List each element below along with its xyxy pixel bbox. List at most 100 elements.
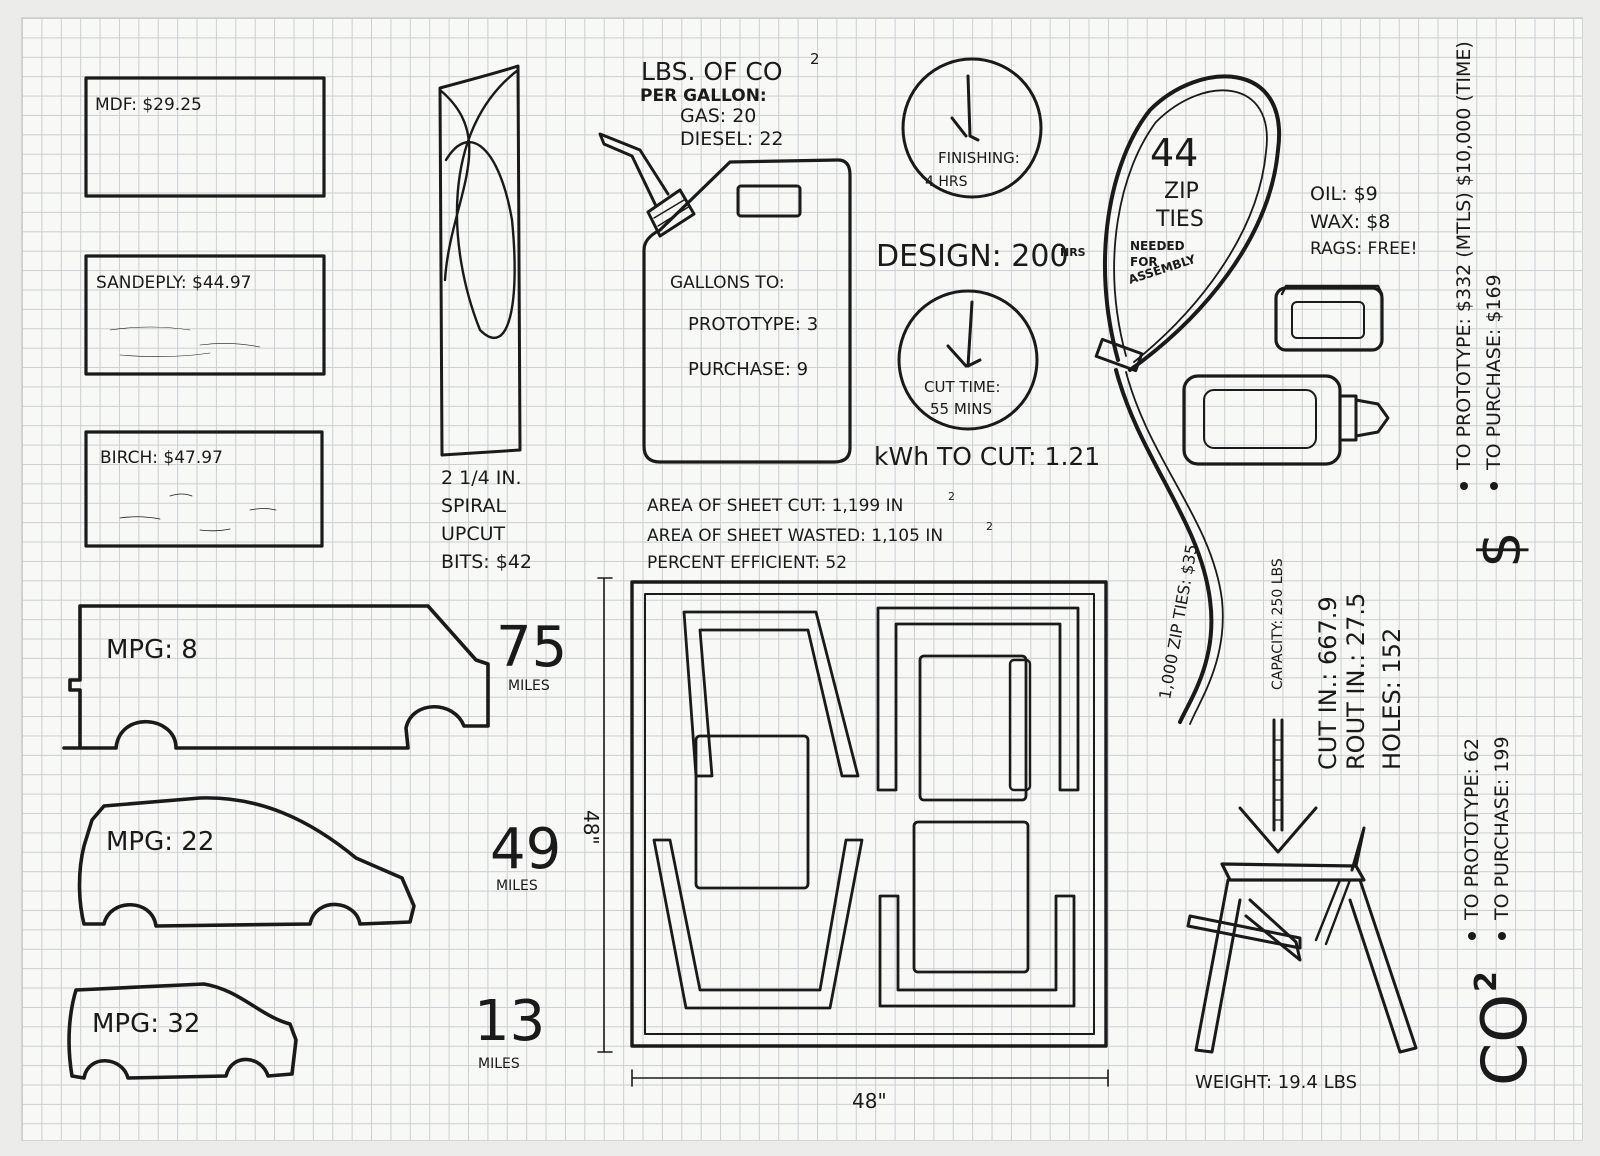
can-handle bbox=[736, 184, 802, 218]
height-dimension-line bbox=[597, 577, 613, 1053]
wax-tin-label bbox=[1291, 301, 1365, 339]
needed-label: NEEDED bbox=[1130, 239, 1185, 253]
cost-bullet bbox=[1490, 482, 1498, 490]
load-arrow-shaft bbox=[1272, 718, 1284, 832]
co2-summary: CO 2 TO PROTOTYPE: 62 TO PURCHASE: 199 bbox=[1461, 736, 1541, 1086]
chair-side-part-top-left bbox=[682, 610, 860, 778]
chair-back-part bbox=[918, 654, 1028, 802]
cut-inches-label: CUT IN.: 667.9 bbox=[1314, 596, 1342, 770]
chair-frame-part-top-right bbox=[876, 606, 1080, 792]
co2-to-purchase: TO PURCHASE: 199 bbox=[1491, 736, 1513, 921]
load-arrow-hatching bbox=[1273, 739, 1283, 821]
chair-front-leg bbox=[1194, 878, 1242, 1054]
chair-frame-part-bottom-right bbox=[878, 894, 1076, 1008]
cut-time-label: CUT TIME: bbox=[924, 378, 1000, 396]
gallons-prototype-label: PROTOTYPE: 3 bbox=[688, 314, 818, 335]
birch-board-shape bbox=[84, 430, 324, 548]
oil-bottle-cap bbox=[1338, 394, 1390, 442]
oil-bottle-shape bbox=[1182, 374, 1342, 466]
per-gallon-label: PER GALLON: bbox=[640, 86, 767, 106]
bit-size-label: 2 1/4 IN. bbox=[441, 467, 522, 489]
cut-time-value: 55 MINS bbox=[930, 400, 992, 418]
zip-tie-loop-inner bbox=[1113, 89, 1268, 363]
clock-hands bbox=[946, 300, 982, 368]
diesel-co2-label: DIESEL: 22 bbox=[680, 128, 784, 150]
zip-tie-drawing: 44 ZIP TIES NEEDED FOR ASSEMBLY 1,000 ZI… bbox=[1094, 74, 1282, 725]
co2-bullet bbox=[1498, 932, 1506, 940]
clock-face bbox=[897, 289, 1039, 431]
design-time: DESIGN: 200 HRS bbox=[876, 239, 1086, 274]
truck-silhouette bbox=[62, 604, 490, 750]
load-arrow-head bbox=[1238, 806, 1318, 854]
gas-co2-label: GAS: 20 bbox=[680, 105, 756, 127]
material-sandeply: SANDEPLY: $44.97 bbox=[84, 254, 326, 376]
width-dimension-label: 48" bbox=[852, 1089, 887, 1113]
finishing-clock: FINISHING: 4 HRS bbox=[901, 57, 1043, 199]
zip-tie-count: 44 bbox=[1150, 131, 1198, 175]
co2-to-prototype: TO PROTOTYPE: 62 bbox=[1461, 738, 1483, 921]
cost-summary: $ TO PROTOTYPE: $332 (MTLS) $10,000 (TIM… bbox=[1453, 41, 1534, 568]
zip-label: ZIP bbox=[1164, 179, 1199, 204]
can-cap bbox=[646, 188, 696, 238]
co2-bullet bbox=[1468, 932, 1476, 940]
zip-tie-head bbox=[1094, 337, 1144, 373]
capacity-label: CAPACITY: 250 LBS bbox=[1270, 558, 1286, 690]
chair-back-leg bbox=[1348, 878, 1418, 1054]
sketch-canvas: MDF: $29.25 SANDEPLY: $44.97 BIRCH: $47.… bbox=[62, 41, 1541, 1113]
area-wasted-sup: 2 bbox=[986, 520, 993, 533]
chair-side-part-bottom-left bbox=[652, 838, 864, 1010]
compact-miles-unit: MILES bbox=[478, 1056, 520, 1072]
for-label: FOR bbox=[1130, 255, 1158, 269]
cost-bullet bbox=[1460, 482, 1468, 490]
chair-backrest bbox=[1350, 826, 1366, 872]
co2-title-sup: 2 bbox=[810, 50, 820, 68]
bit-cut-label: UPCUT bbox=[441, 523, 506, 545]
sandeply-label: SANDEPLY: $44.97 bbox=[96, 273, 252, 293]
finishing-hours: 4 HRS bbox=[925, 174, 968, 190]
chair-strip-part bbox=[1008, 658, 1032, 792]
co2-symbol: CO bbox=[1468, 994, 1541, 1086]
sandeply-board-shape bbox=[84, 254, 326, 376]
gallons-to-label: GALLONS TO: bbox=[670, 273, 785, 293]
wax-cost-label: WAX: $8 bbox=[1310, 211, 1390, 233]
minivan-miles-value: 49 bbox=[490, 817, 561, 882]
bit-price-label: BITS: $42 bbox=[441, 551, 532, 573]
width-dimension-line bbox=[631, 1069, 1109, 1087]
zip-tie-loop bbox=[1103, 74, 1282, 372]
design-hours: DESIGN: 200 bbox=[876, 239, 1069, 274]
sheet-outline bbox=[630, 580, 1108, 1048]
design-hours-unit: HRS bbox=[1060, 246, 1086, 259]
chair-seat-part bbox=[694, 734, 810, 890]
minivan-mpg: MPG: 22 bbox=[106, 827, 214, 857]
chair-load-drawing: CAPACITY: 250 LBS CUT IN.: 667.9 ROUT IN… bbox=[1186, 558, 1418, 1093]
compact-mpg: MPG: 32 bbox=[92, 1009, 200, 1039]
wood-grain-marks bbox=[119, 493, 277, 532]
oil-bottle-label bbox=[1203, 389, 1317, 449]
truck-miles-unit: MILES bbox=[508, 678, 550, 694]
efficiency-label: PERCENT EFFICIENT: 52 bbox=[647, 553, 847, 573]
rout-inches-label: ROUT IN.: 27.5 bbox=[1342, 593, 1370, 770]
area-wasted-label: AREA OF SHEET WASTED: 1,105 IN bbox=[647, 526, 943, 546]
chair-weight-label: WEIGHT: 19.4 LBS bbox=[1195, 1072, 1357, 1093]
rags-cost-label: RAGS: FREE! bbox=[1310, 239, 1417, 259]
compact-car-silhouette bbox=[67, 982, 298, 1080]
chair-stretcher bbox=[1186, 914, 1302, 950]
co2-per-gallon-block: LBS. OF CO 2 PER GALLON: GAS: 20 DIESEL:… bbox=[640, 50, 820, 150]
cost-to-purchase: TO PURCHASE: $169 bbox=[1483, 274, 1505, 471]
cut-time-clock: CUT TIME: 55 MINS bbox=[897, 289, 1039, 431]
chair-mid-leg bbox=[1244, 898, 1302, 962]
vehicle-minivan: MPG: 22 49 MILES bbox=[77, 796, 561, 928]
gas-can-drawing: GALLONS TO: PROTOTYPE: 3 PURCHASE: 9 bbox=[598, 132, 852, 464]
area-cut-sup: 2 bbox=[948, 490, 955, 503]
wax-tin-lid bbox=[1280, 284, 1384, 296]
minivan-miles-unit: MILES bbox=[496, 878, 538, 894]
can-spout bbox=[598, 132, 670, 208]
chair-seat bbox=[1220, 862, 1366, 882]
ties-label: TIES bbox=[1155, 207, 1204, 232]
zip-tie-price-label: 1,000 ZIP TIES: $35 bbox=[1155, 543, 1201, 701]
clock-face bbox=[901, 57, 1043, 199]
birch-label: BIRCH: $47.97 bbox=[100, 448, 223, 468]
sheet-area-text: AREA OF SHEET CUT: 1,199 IN 2 AREA OF SH… bbox=[647, 490, 993, 573]
bit-type-label: SPIRAL bbox=[441, 495, 507, 517]
height-dimension-label: 48" bbox=[579, 810, 603, 845]
